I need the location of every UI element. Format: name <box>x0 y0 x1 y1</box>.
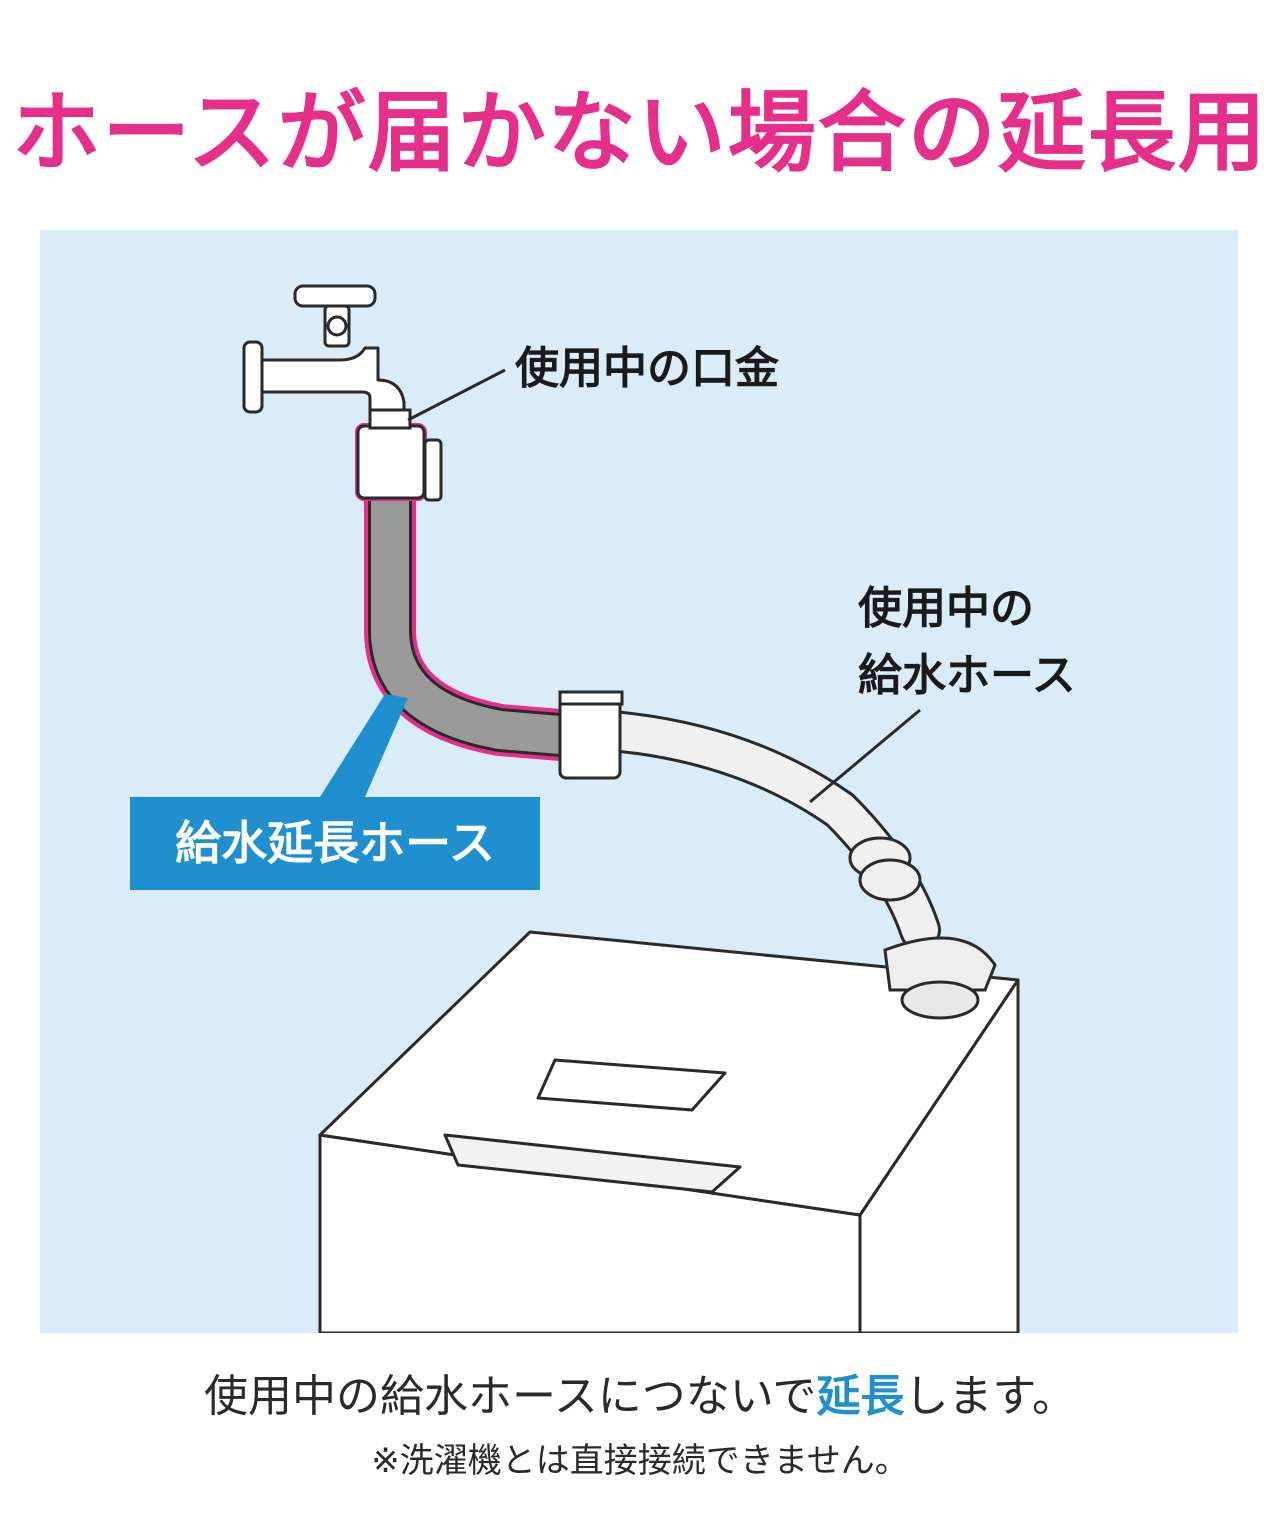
label-fitting: 使用中の口金 <box>515 343 779 394</box>
connector-lever <box>423 438 443 502</box>
leader-lines <box>407 368 921 804</box>
joint-connector-lever <box>558 690 624 706</box>
label-supply-hose-line2: 給水ホース <box>858 650 1076 701</box>
machine-lid-handle <box>536 1058 727 1112</box>
callout-pointer <box>320 694 408 797</box>
callout-extension-hose: 給水延長ホース <box>175 816 495 870</box>
hose-connector-icon <box>356 424 426 500</box>
washing-machine-icon <box>318 930 1020 1333</box>
faucet-handle <box>293 284 377 308</box>
footer-main-after: します。 <box>904 1371 1077 1422</box>
leader-fitting <box>407 368 506 422</box>
faucet-body <box>260 346 406 422</box>
faucet-nut <box>326 315 348 337</box>
machine-control-panel <box>443 1133 742 1194</box>
label-supply-hose-line1: 使用中の <box>858 583 1034 634</box>
page-title: ホースが届かない場合の延長用 <box>12 81 1268 184</box>
leader-supply-hose <box>809 708 921 804</box>
extension-hose <box>355 408 624 780</box>
faucet-icon <box>242 284 406 422</box>
joint-connector <box>558 698 622 780</box>
footer-note: ※洗濯機とは直接接続できません。 <box>371 1441 909 1481</box>
callout-box <box>130 797 540 890</box>
footer-main-emphasis: 延長 <box>816 1371 905 1422</box>
installation-diagram <box>40 230 1238 1333</box>
supply-hose-ring-2 <box>858 858 922 902</box>
machine-inlet-bracket <box>883 936 997 992</box>
machine-inlet-port <box>900 980 980 1020</box>
supply-hose <box>579 709 997 1020</box>
footer-main-before: 使用中の給水ホースにつないで <box>203 1371 817 1422</box>
illustration-panel <box>40 230 1238 1333</box>
footer-main-text: 使用中の給水ホースにつないで延長します。 <box>0 1365 1280 1429</box>
fitting-cap <box>368 408 412 430</box>
extension-hose-fill <box>371 461 579 754</box>
faucet-wall-plate <box>242 340 264 414</box>
